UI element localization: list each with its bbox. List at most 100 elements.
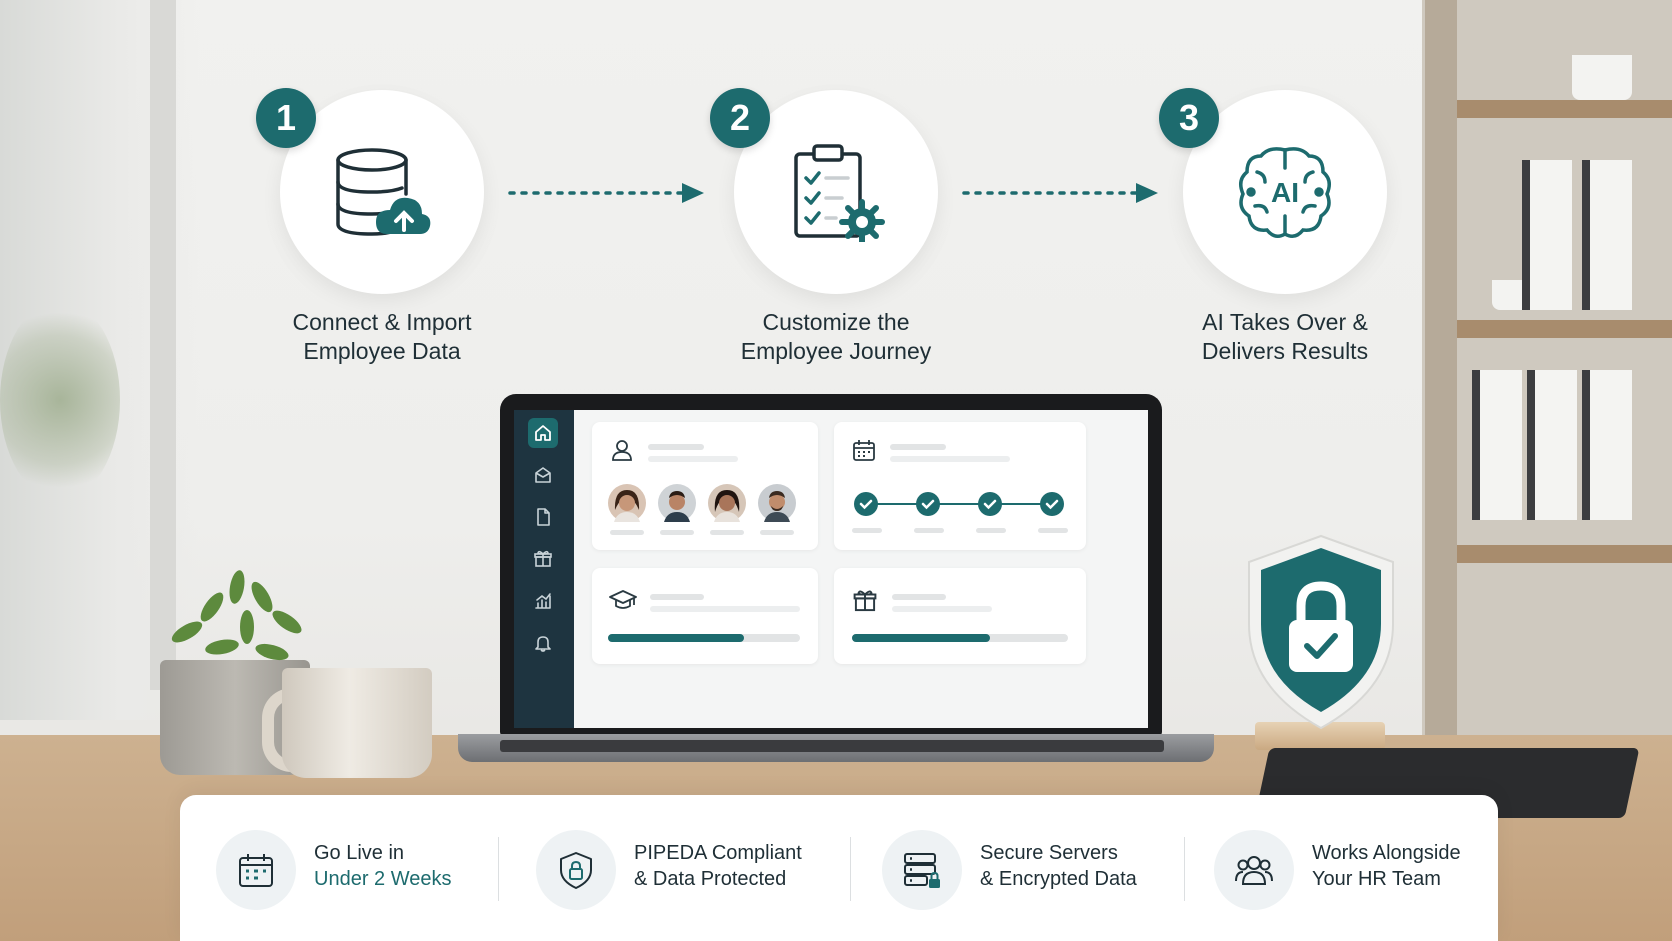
user-icon bbox=[612, 440, 632, 461]
placeholder-line bbox=[648, 456, 738, 462]
step-3-badge: 3 bbox=[1159, 88, 1219, 148]
placeholder-line bbox=[660, 530, 694, 535]
team-icon bbox=[1235, 856, 1273, 885]
home-icon bbox=[535, 425, 551, 441]
feature-icon-bg bbox=[536, 830, 616, 910]
window-frame bbox=[150, 0, 176, 690]
app-window bbox=[514, 410, 1148, 728]
laptop-screen bbox=[500, 394, 1162, 736]
ai-brain-icon: AI bbox=[1239, 147, 1331, 238]
checkpoint-complete[interactable] bbox=[916, 492, 940, 516]
step-3-label: AI Takes Over & Delivers Results bbox=[1201, 309, 1369, 364]
feature-compliance-line2: & Data Protected bbox=[634, 868, 787, 890]
gift-icon bbox=[534, 550, 552, 567]
feature-icon-bg bbox=[1214, 830, 1294, 910]
avatar[interactable] bbox=[758, 484, 796, 522]
database-upload-icon bbox=[336, 148, 431, 236]
placeholder-line bbox=[650, 594, 704, 600]
team-card[interactable] bbox=[592, 422, 818, 550]
placeholder-line bbox=[892, 594, 946, 600]
placeholder-line bbox=[1038, 528, 1068, 533]
sidebar-item-analytics[interactable] bbox=[528, 586, 558, 616]
ai-brain-icon-text: AI bbox=[1271, 177, 1299, 208]
shelf-board bbox=[1442, 545, 1672, 563]
step-2-circle: 2 bbox=[710, 88, 938, 294]
shelf-board bbox=[1442, 320, 1672, 338]
step-1: 1 Connect & Import Employee Data bbox=[252, 88, 512, 366]
step-2: 2 Customize the Employee Journey bbox=[706, 88, 966, 366]
step-2-badge: 2 bbox=[710, 88, 770, 148]
binder bbox=[1522, 160, 1572, 310]
features-bar: Go Live in Under 2 Weeks PIPEDA Complian… bbox=[180, 795, 1498, 941]
step-3-circle: 3 AI bbox=[1159, 88, 1387, 294]
document-icon bbox=[537, 508, 550, 526]
binder bbox=[1582, 160, 1632, 310]
training-progress-fill bbox=[608, 634, 745, 642]
app-sidebar bbox=[514, 410, 574, 728]
shelf-board bbox=[1442, 100, 1672, 118]
laptop-keyboard bbox=[500, 740, 1164, 752]
arrow-step-2-to-3 bbox=[962, 183, 1158, 203]
checkpoint-complete[interactable] bbox=[1040, 492, 1064, 516]
rewards-card[interactable] bbox=[834, 568, 1086, 664]
binder bbox=[1527, 370, 1577, 520]
shield-lock-icon bbox=[1248, 534, 1394, 730]
feature-secure-servers-line1: Secure Servers bbox=[980, 842, 1118, 864]
divider bbox=[1184, 837, 1185, 901]
binder bbox=[1582, 370, 1632, 520]
feature-compliance-line1: PIPEDA Compliant bbox=[634, 842, 802, 864]
step-2-label: Customize the Employee Journey bbox=[740, 309, 932, 364]
server-lock-icon bbox=[904, 853, 940, 888]
placeholder-line bbox=[648, 444, 704, 450]
step-1-badge: 1 bbox=[256, 88, 316, 148]
avatar[interactable] bbox=[658, 484, 696, 522]
avatar[interactable] bbox=[608, 484, 646, 522]
training-card[interactable] bbox=[592, 568, 818, 664]
sidebar-item-inbox[interactable] bbox=[528, 460, 558, 490]
avatar[interactable] bbox=[708, 484, 746, 522]
rewards-progress-fill bbox=[852, 634, 991, 642]
sidebar-item-home[interactable] bbox=[528, 418, 558, 448]
feature-secure-servers-line2: & Encrypted Data bbox=[980, 868, 1137, 890]
analytics-icon bbox=[535, 593, 551, 609]
placeholder-line bbox=[892, 606, 992, 612]
placeholder-line bbox=[976, 528, 1006, 533]
bookshelf bbox=[1422, 0, 1672, 760]
placeholder-line bbox=[890, 444, 946, 450]
feature-icon-bg bbox=[882, 830, 962, 910]
inbox-icon bbox=[535, 467, 551, 483]
coffee-mug bbox=[282, 668, 432, 778]
placeholder-line bbox=[914, 528, 944, 533]
divider bbox=[498, 837, 499, 901]
sidebar-item-notifications[interactable] bbox=[528, 628, 558, 658]
calendar-icon bbox=[239, 854, 273, 887]
checkpoint-complete[interactable] bbox=[854, 492, 878, 516]
divider bbox=[850, 837, 851, 901]
journey-card[interactable] bbox=[834, 422, 1086, 550]
placeholder-line bbox=[610, 530, 644, 535]
background-plant bbox=[0, 300, 120, 500]
shelf-plant-pot bbox=[1572, 55, 1632, 100]
journey-timeline-line bbox=[866, 503, 1056, 505]
training-progress-bar bbox=[608, 634, 800, 642]
sidebar-item-rewards[interactable] bbox=[528, 544, 558, 574]
binder bbox=[1472, 370, 1522, 520]
placeholder-line bbox=[710, 530, 744, 535]
step-1-circle: 1 bbox=[256, 88, 484, 294]
shield-lock-icon bbox=[560, 852, 592, 889]
feature-go-live-line1: Go Live in bbox=[314, 842, 405, 864]
calendar-icon bbox=[853, 440, 875, 461]
shelf-post bbox=[1425, 0, 1457, 760]
security-shield bbox=[1243, 532, 1399, 732]
sidebar-item-documents[interactable] bbox=[528, 502, 558, 532]
placeholder-line bbox=[890, 456, 1010, 462]
feature-icon-bg bbox=[216, 830, 296, 910]
placeholder-line bbox=[760, 530, 794, 535]
placeholder-line bbox=[852, 528, 882, 533]
feature-hr-team-line1: Works Alongside bbox=[1312, 842, 1461, 864]
checkpoint-complete[interactable] bbox=[978, 492, 1002, 516]
feature-hr-team-line2: Your HR Team bbox=[1312, 868, 1441, 890]
arrow-step-1-to-2 bbox=[508, 183, 704, 203]
rewards-progress-bar bbox=[852, 634, 1068, 642]
gift-icon bbox=[853, 590, 877, 612]
